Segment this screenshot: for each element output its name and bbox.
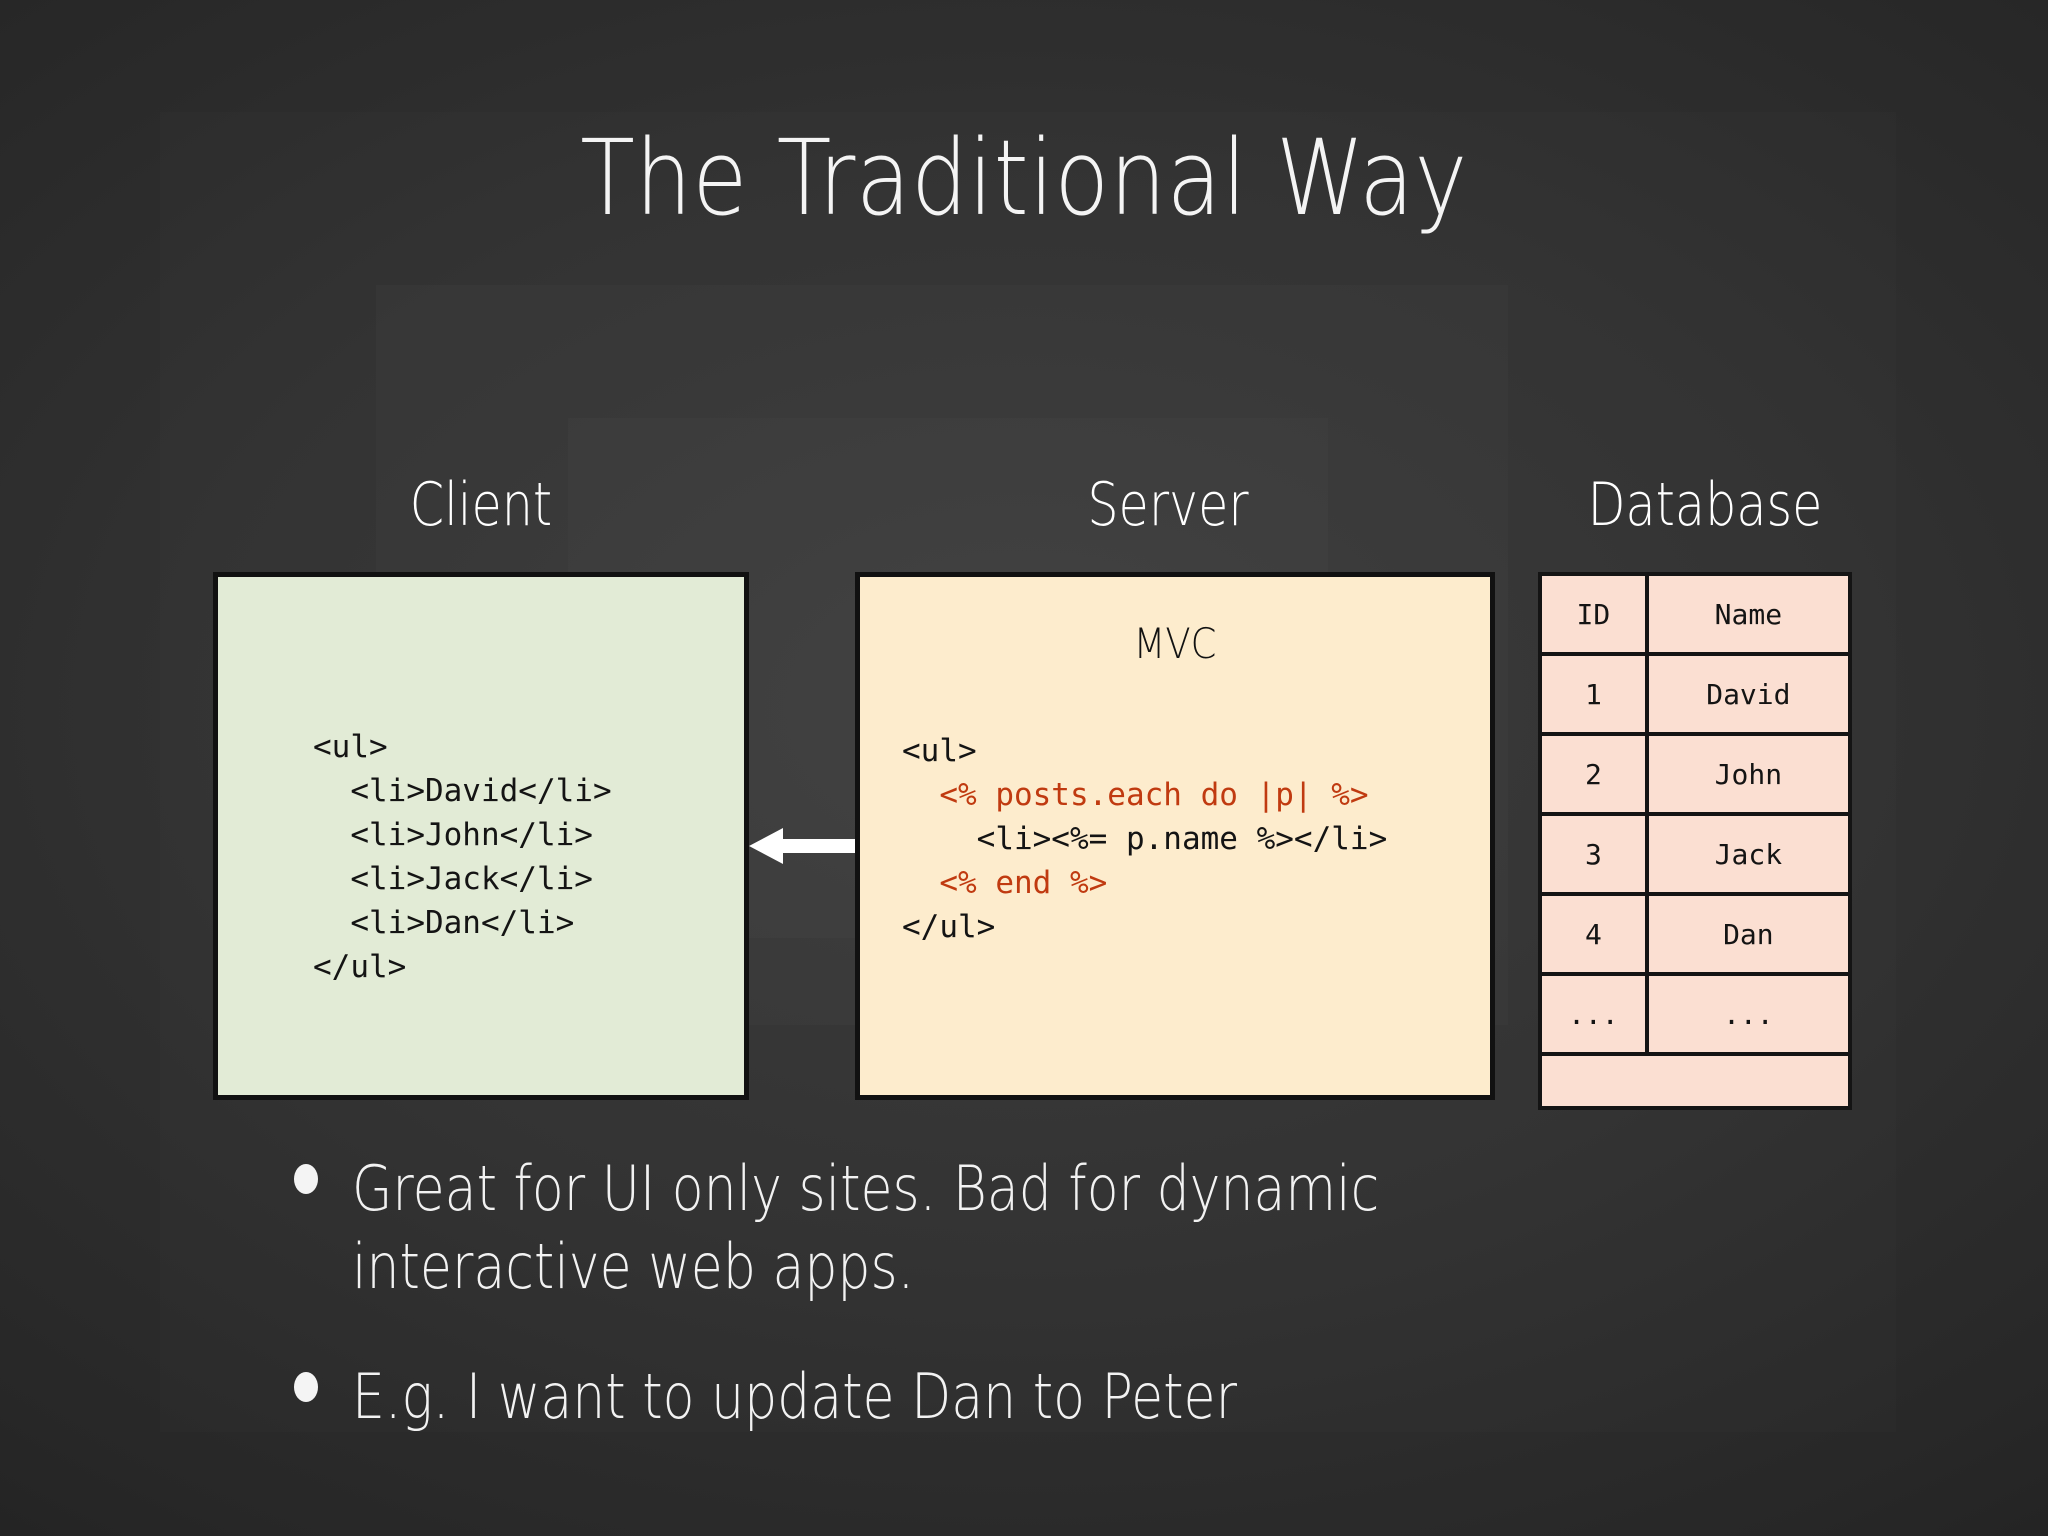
- erb-token: <% posts.each do |p| %>: [939, 777, 1369, 813]
- column-heading-database: Database: [1587, 470, 1823, 540]
- bullet-text: Great for UI only sites. Bad for dynamic…: [352, 1152, 1380, 1304]
- html-token: </ul>: [902, 909, 996, 945]
- client-panel: <ul> <li>David</li> <li>John</li> <li>Ja…: [213, 572, 749, 1100]
- server-code-block: <ul> <% posts.each do |p| %> <li><%= p.n…: [902, 729, 1387, 949]
- table-cell: Dan: [1644, 892, 1853, 976]
- list-item: Great for UI only sites. Bad for dynamic…: [280, 1150, 1840, 1306]
- table-row-blank: [1538, 1052, 1852, 1110]
- table-cell: 3: [1538, 812, 1649, 896]
- column-heading-server: Server: [1087, 470, 1249, 540]
- bullet-text: E.g. I want to update Dan to Peter: [352, 1360, 1238, 1434]
- client-code-block: <ul> <li>David</li> <li>John</li> <li>Ja…: [313, 729, 612, 985]
- table-header-cell: Name: [1644, 572, 1853, 656]
- table-cell: David: [1644, 652, 1853, 736]
- server-panel: MVC <ul> <% posts.each do |p| %> <li><%=…: [855, 572, 1495, 1100]
- erb-token: <% end %>: [939, 865, 1108, 901]
- table-cell: 1: [1538, 652, 1649, 736]
- left-arrow-icon: [749, 828, 859, 864]
- table-cell: [1538, 1052, 1852, 1110]
- table-row: ......: [1538, 972, 1853, 1056]
- page-title: The Traditional Way: [580, 117, 1468, 239]
- html-token: <li><%= p.name %></li>: [976, 821, 1388, 857]
- bullet-dot-icon: [294, 1164, 318, 1194]
- table-cell: ...: [1644, 972, 1853, 1056]
- server-label-mvc: MVC: [1133, 619, 1217, 668]
- bullet-dot-icon: [294, 1372, 318, 1403]
- table-cell: ...: [1538, 972, 1649, 1056]
- table-cell: Jack: [1644, 812, 1853, 896]
- table-cell: 2: [1538, 732, 1649, 816]
- table-cell: 4: [1538, 892, 1649, 976]
- list-item: E.g. I want to update Dan to Peter: [280, 1358, 1840, 1436]
- table-cell: John: [1644, 732, 1853, 816]
- table-header-cell: ID: [1538, 572, 1649, 656]
- bullet-list: Great for UI only sites. Bad for dynamic…: [280, 1150, 1840, 1436]
- column-heading-client: Client: [409, 470, 553, 540]
- html-token: <ul>: [902, 733, 977, 769]
